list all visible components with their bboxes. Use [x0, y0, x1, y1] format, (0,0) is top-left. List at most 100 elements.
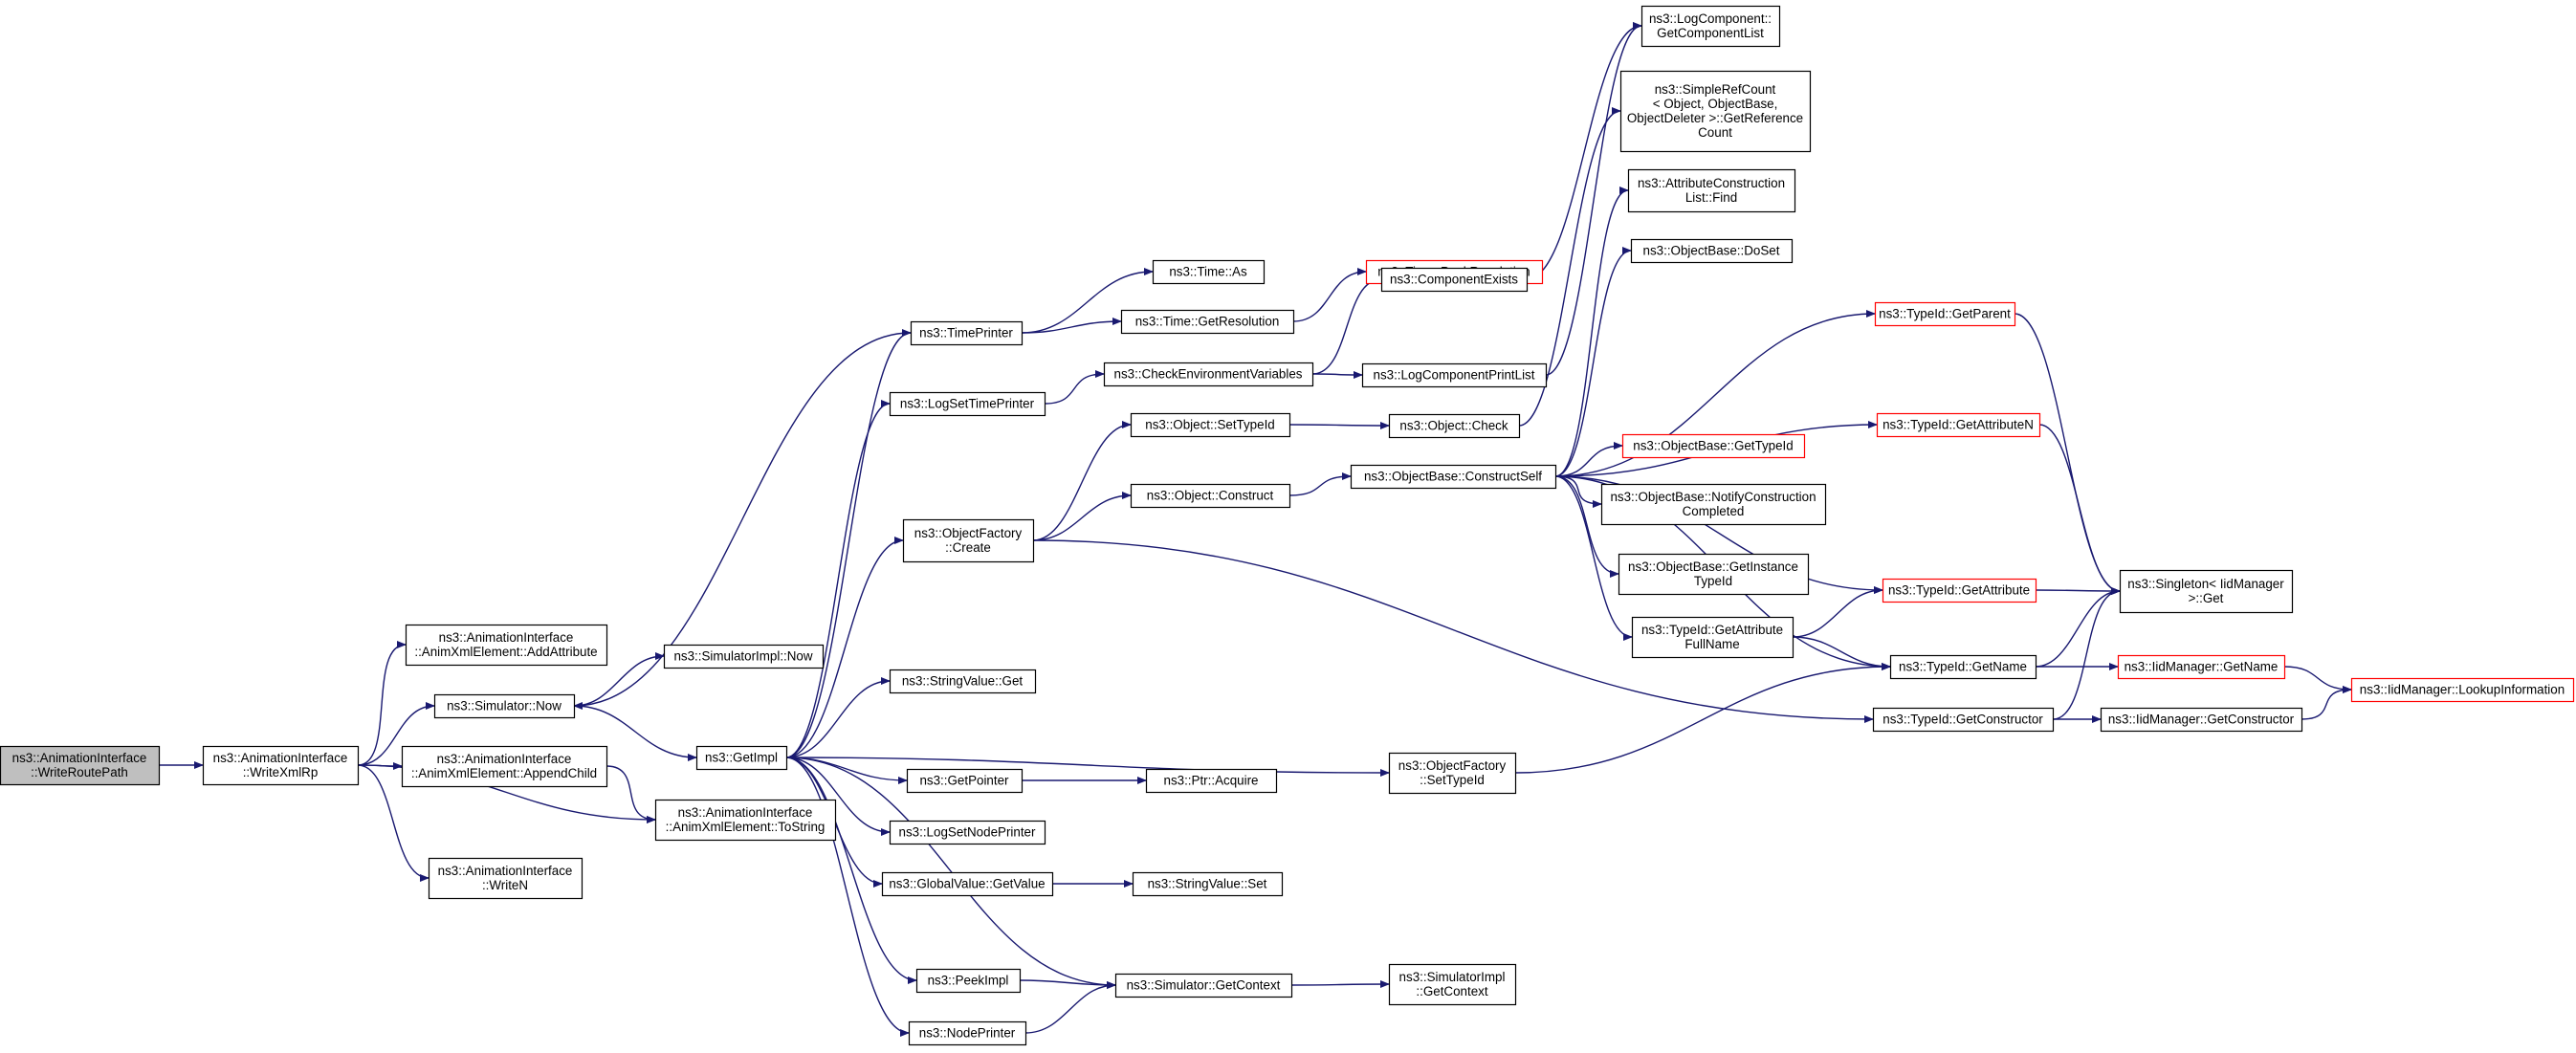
node-label-line: ns3::AnimationInterface	[437, 752, 572, 766]
node-objconstruct[interactable]: ns3::Object::Construct	[1130, 483, 1291, 509]
node-logsetnodeprinter[interactable]: ns3::LogSetNodePrinter	[889, 820, 1046, 845]
node-simgetcontext[interactable]: ns3::Simulator::GetContext	[1114, 973, 1293, 998]
node-nodeprinter[interactable]: ns3::NodePrinter	[908, 1020, 1027, 1046]
edge-constructself-to-attrconstructfind	[1554, 186, 1629, 477]
node-label-line: ns3::AnimationInterface	[213, 751, 348, 765]
node-label-line: ns3::TypeId::GetAttributeN	[1882, 418, 2034, 432]
node-stringvalueget[interactable]: ns3::StringValue::Get	[889, 669, 1037, 694]
edge-constructself-to-notifyconstruct	[1554, 475, 1602, 508]
node-timegetresolution[interactable]: ns3::Time::GetResolution	[1120, 309, 1295, 335]
node-singletonget[interactable]: ns3::Singleton< IidManager>::Get	[2119, 569, 2294, 614]
node-simnow[interactable]: ns3::Simulator::Now	[433, 693, 576, 719]
edge-getimpl-to-stringvalueget	[785, 677, 891, 758]
node-checkenv[interactable]: ns3::CheckEnvironmentVariables	[1103, 362, 1314, 387]
node-getpointer[interactable]: ns3::GetPointer	[906, 768, 1024, 794]
node-objbasedoset[interactable]: ns3::ObjectBase::DoSet	[1630, 238, 1794, 264]
node-iidgetconstructor[interactable]: ns3::IidManager::GetConstructor	[2100, 707, 2303, 733]
node-box	[1640, 5, 1781, 48]
edge-checkenv-to-componentexists	[1311, 275, 1382, 375]
node-label-line: ns3::StringValue::Set	[1148, 877, 1267, 891]
node-label-line: ::WriteRoutePath	[31, 765, 128, 779]
node-simimplnow[interactable]: ns3::SimulatorImpl::Now	[663, 644, 825, 669]
node-label-line: TypeId	[1694, 574, 1732, 588]
edge-constructself-to-getattrfullname	[1554, 475, 1633, 641]
node-label-line: ns3::StringValue::Get	[902, 674, 1024, 689]
node-label-line: ns3::ObjectBase::GetTypeId	[1633, 439, 1793, 453]
node-box	[1876, 412, 2041, 438]
node-box	[1361, 362, 1548, 388]
node-objcheck[interactable]: ns3::Object::Check	[1388, 413, 1521, 439]
edge-objfactorycreate-to-objsettypeid	[1032, 421, 1132, 541]
edge-constructself-to-objbasegettypeid	[1554, 442, 1623, 477]
node-objsettypeid[interactable]: ns3::Object::SetTypeId	[1130, 412, 1291, 438]
node-root[interactable]: ns3::AnimationInterface::WriteRoutePath	[0, 745, 161, 786]
edge-appendchild-to-tostring	[605, 765, 656, 823]
node-simimplgetcontext[interactable]: ns3::SimulatorImpl::GetContext	[1388, 963, 1517, 1006]
node-logsettimeprinter[interactable]: ns3::LogSetTimePrinter	[889, 391, 1046, 417]
node-objfactorycreate[interactable]: ns3::ObjectFactory::Create	[902, 518, 1035, 563]
node-objfactorysettypeid[interactable]: ns3::ObjectFactory::SetTypeId	[1388, 752, 1517, 795]
edge-getimpl-to-logsettimeprinter	[785, 400, 891, 758]
node-globalvaluegetvalue[interactable]: ns3::GlobalValue::GetValue	[881, 871, 1054, 897]
node-getcomplist[interactable]: ns3::LogComponent::GetComponentList	[1640, 5, 1781, 48]
node-typeidgetname[interactable]: ns3::TypeId::GetName	[1889, 654, 2037, 680]
node-writen[interactable]: ns3::AnimationInterface::WriteN	[428, 857, 583, 900]
node-addattr[interactable]: ns3::AnimationInterface::AnimXmlElement:…	[405, 624, 608, 667]
node-simplerefcount[interactable]: ns3::SimpleRefCount< Object, ObjectBase,…	[1619, 70, 1812, 153]
node-componentexists[interactable]: ns3::ComponentExists	[1380, 267, 1529, 293]
node-logcompprintlist[interactable]: ns3::LogComponentPrintList	[1361, 362, 1548, 388]
node-typeidgetparent[interactable]: ns3::TypeId::GetParent	[1874, 301, 2016, 327]
node-box	[2350, 677, 2575, 703]
node-typeidgetconstructor[interactable]: ns3::TypeId::GetConstructor	[1872, 707, 2055, 733]
edge-simnow-to-getimpl	[573, 705, 697, 761]
node-box	[1630, 238, 1794, 264]
node-label-line: ns3::TypeId::GetParent	[1879, 307, 2011, 321]
node-box	[2100, 707, 2303, 733]
node-label-line: ::AnimXmlElement::ToString	[666, 820, 826, 834]
node-label-line: ::AnimXmlElement::AppendChild	[411, 766, 597, 780]
node-objbasegettypeid[interactable]: ns3::ObjectBase::GetTypeId	[1621, 433, 1806, 459]
node-stringvalueset[interactable]: ns3::StringValue::Set	[1132, 871, 1284, 897]
node-peekimpl[interactable]: ns3::PeekImpl	[915, 968, 1022, 994]
node-box	[1130, 412, 1291, 438]
edge-peekimpl-to-simgetcontext	[1019, 979, 1116, 989]
node-ptracquire[interactable]: ns3::Ptr::Acquire	[1145, 768, 1278, 794]
edges-layer	[159, 22, 2352, 1037]
edge-simgetcontext-to-simimplgetcontext	[1290, 980, 1390, 989]
node-label-line: Completed	[1683, 504, 1745, 518]
node-box	[881, 871, 1054, 897]
edge-logsettimeprinter-to-checkenv	[1044, 370, 1105, 405]
node-box	[405, 624, 608, 667]
node-label-line: ns3::AttributeConstruction	[1638, 176, 1785, 190]
edge-typeidgetattr-to-singletonget	[2035, 586, 2121, 595]
node-box	[1631, 616, 1794, 659]
node-timeprinter[interactable]: ns3::TimePrinter	[910, 320, 1024, 346]
node-box	[1882, 578, 2037, 603]
node-box	[654, 799, 837, 842]
node-tostring[interactable]: ns3::AnimationInterface::AnimXmlElement:…	[654, 799, 837, 842]
node-label-line: ns3::Object::Check	[1399, 419, 1508, 433]
node-box	[695, 745, 788, 771]
node-box	[1600, 483, 1827, 526]
node-iidlookup[interactable]: ns3::IidManager::LookupInformation	[2350, 677, 2575, 703]
node-box	[0, 745, 161, 786]
edge-typeidgetattrn-to-singletonget	[2038, 424, 2121, 595]
node-writexmlrp[interactable]: ns3::AnimationInterface::WriteXmlRp	[202, 745, 360, 786]
edge-getattrfullname-to-typeidgetattr	[1792, 586, 1883, 638]
nodes-layer: ns3::AnimationInterface::WriteRoutePathn…	[0, 5, 2575, 1046]
node-typeidgetattr[interactable]: ns3::TypeId::GetAttribute	[1882, 578, 2037, 603]
node-getimpl[interactable]: ns3::GetImpl	[695, 745, 788, 771]
node-label-line: ns3::PeekImpl	[928, 974, 1009, 988]
node-iidgetname[interactable]: ns3::IidManager::GetName	[2117, 654, 2286, 680]
node-label-line: ::AnimXmlElement::AddAttribute	[414, 645, 597, 659]
node-appendchild[interactable]: ns3::AnimationInterface::AnimXmlElement:…	[401, 745, 608, 788]
node-notifyconstruct[interactable]: ns3::ObjectBase::NotifyConstructionCompl…	[1600, 483, 1827, 526]
edge-getimpl-to-timeprinter	[785, 329, 912, 758]
node-label-line: ns3::Simulator::GetContext	[1127, 978, 1281, 993]
node-typeidgetattrn[interactable]: ns3::TypeId::GetAttributeN	[1876, 412, 2041, 438]
node-timeas[interactable]: ns3::Time::As	[1152, 259, 1266, 285]
node-constructself[interactable]: ns3::ObjectBase::ConstructSelf	[1350, 464, 1557, 490]
